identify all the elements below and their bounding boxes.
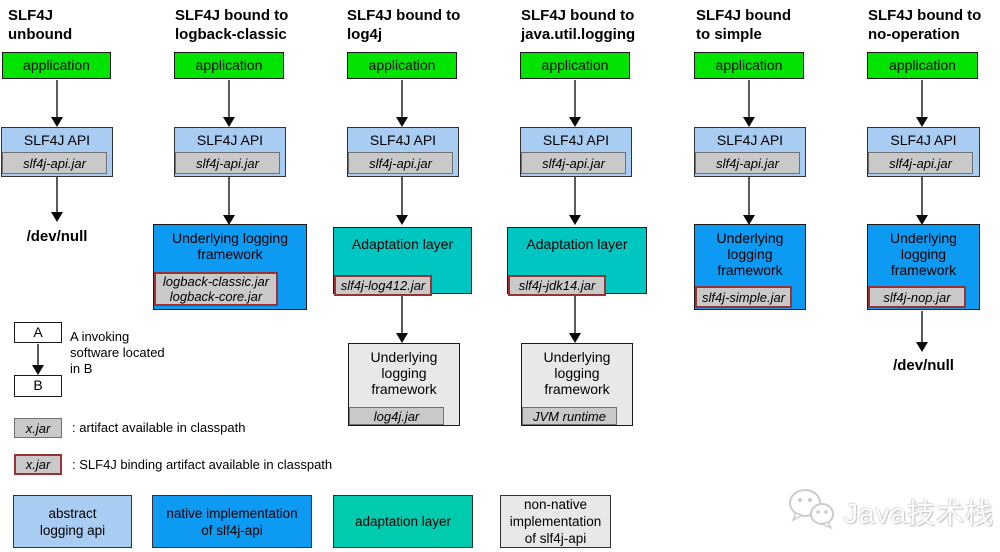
column-title-log4j: SLF4J bound to log4j xyxy=(347,7,461,43)
key-native-implementation: native implementation of slf4j-api xyxy=(152,495,312,548)
arrow-down-icon xyxy=(32,344,44,375)
binding-jar: slf4j-jdk14.jar xyxy=(508,275,606,296)
column-title-logback: SLF4J bound to logback-classic xyxy=(175,7,289,43)
binding-jar: slf4j-log412.jar xyxy=(334,275,432,296)
underlying-framework-box: Underlying logging framework log4j.jar xyxy=(348,343,460,426)
arrow-down-icon xyxy=(569,177,581,225)
slf4j-api-box: SLF4J API slf4j-api.jar xyxy=(867,127,980,177)
slf4j-api-box: SLF4J API slf4j-api.jar xyxy=(694,127,806,177)
slf4j-api-label: SLF4J API xyxy=(716,132,784,148)
legend-artifact-note: : artifact available in classpath xyxy=(72,420,246,435)
arrow-down-icon xyxy=(223,80,235,127)
arrow-down-icon xyxy=(396,296,408,343)
legend-box-a: A xyxy=(14,322,62,343)
wechat-icon xyxy=(786,486,836,537)
binding-jar: slf4j-simple.jar xyxy=(695,286,792,308)
column-title-simple: SLF4J bound to simple xyxy=(696,7,791,43)
framework-label: Underlying logging framework xyxy=(543,349,611,397)
watermark: Java技术栈 xyxy=(786,486,994,537)
arrow-down-icon xyxy=(51,177,63,222)
slf4j-api-label: SLF4J API xyxy=(23,132,91,148)
column-title-nop: SLF4J bound to no-operation xyxy=(868,7,982,43)
legend-invoking-note: A invoking software located in B xyxy=(70,329,165,376)
watermark-text: Java技术栈 xyxy=(844,497,995,529)
slf4j-api-jar: slf4j-api.jar xyxy=(521,152,626,174)
legend-binding-jar-sample: x.jar xyxy=(14,454,62,475)
column-title-jul: SLF4J bound to java.util.logging xyxy=(521,7,636,43)
adaptation-label: Adaptation layer xyxy=(351,236,454,252)
slf4j-api-jar: slf4j-api.jar xyxy=(868,152,973,174)
slf4j-api-jar: slf4j-api.jar xyxy=(695,152,800,174)
framework-label: Underlying logging framework xyxy=(716,230,784,278)
adaptation-label: Adaptation layer xyxy=(526,236,628,252)
framework-label: Underlying logging framework xyxy=(370,349,438,397)
slf4j-api-box: SLF4J API slf4j-api.jar xyxy=(174,127,286,177)
underlying-framework-box: Underlying logging framework JVM runtime xyxy=(521,343,633,426)
slf4j-api-jar: slf4j-api.jar xyxy=(2,152,107,174)
arrow-down-icon xyxy=(569,80,581,127)
slf4j-api-box: SLF4J API slf4j-api.jar xyxy=(520,127,632,177)
arrow-down-icon xyxy=(223,177,235,225)
slf4j-api-label: SLF4J API xyxy=(890,132,957,148)
arrow-down-icon xyxy=(743,177,755,225)
slf4j-api-label: SLF4J API xyxy=(196,132,264,148)
arrow-down-icon xyxy=(916,311,928,352)
arrow-down-icon xyxy=(916,80,928,127)
application-box: application xyxy=(520,52,630,79)
arrow-down-icon xyxy=(396,80,408,127)
framework-jar: JVM runtime xyxy=(522,407,617,425)
arrow-down-icon xyxy=(743,80,755,127)
slf4j-api-box: SLF4J API slf4j-api.jar xyxy=(347,127,459,177)
legend-jar-sample: x.jar xyxy=(14,418,62,438)
slf4j-api-label: SLF4J API xyxy=(369,132,437,148)
legend-binding-note: : SLF4J binding artifact available in cl… xyxy=(72,457,333,472)
dev-null-label: /dev/null xyxy=(893,357,954,374)
arrow-down-icon xyxy=(569,296,581,343)
binding-jar: logback-classic.jar logback-core.jar xyxy=(154,272,278,306)
framework-label: Underlying logging framework xyxy=(890,230,957,278)
key-abstract-logging-api: abstract logging api xyxy=(13,495,132,548)
arrow-down-icon xyxy=(916,177,928,225)
adaptation-layer-box: Adaptation layer slf4j-log412.jar xyxy=(333,227,472,296)
column-title-unbound: SLF4J unbound xyxy=(8,7,73,43)
arrow-down-icon xyxy=(51,80,63,127)
slf4j-api-jar: slf4j-api.jar xyxy=(175,152,280,174)
underlying-framework-box: Underlying logging framework slf4j-simpl… xyxy=(694,224,806,310)
framework-label: Underlying logging framework xyxy=(172,230,288,262)
application-box: application xyxy=(694,52,804,79)
slf4j-api-box: SLF4J API slf4j-api.jar xyxy=(1,127,113,177)
slf4j-api-jar: slf4j-api.jar xyxy=(348,152,453,174)
framework-jar: log4j.jar xyxy=(349,407,444,425)
key-adaptation-layer: adaptation layer xyxy=(333,495,473,548)
application-box: application xyxy=(867,52,978,79)
underlying-framework-box: Underlying logging framework slf4j-nop.j… xyxy=(867,224,980,310)
key-nonnative-implementation: non-native implementation of slf4j-api xyxy=(500,495,611,548)
arrow-down-icon xyxy=(396,177,408,225)
application-box: application xyxy=(347,52,457,79)
binding-jar: slf4j-nop.jar xyxy=(868,286,966,308)
application-box: application xyxy=(174,52,284,79)
dev-null-label: /dev/null xyxy=(26,228,88,245)
underlying-framework-box: Underlying logging framework logback-cla… xyxy=(153,224,307,310)
application-box: application xyxy=(2,52,111,79)
legend-box-b: B xyxy=(14,375,62,397)
adaptation-layer-box: Adaptation layer slf4j-jdk14.jar xyxy=(507,227,647,296)
slf4j-api-label: SLF4J API xyxy=(542,132,610,148)
